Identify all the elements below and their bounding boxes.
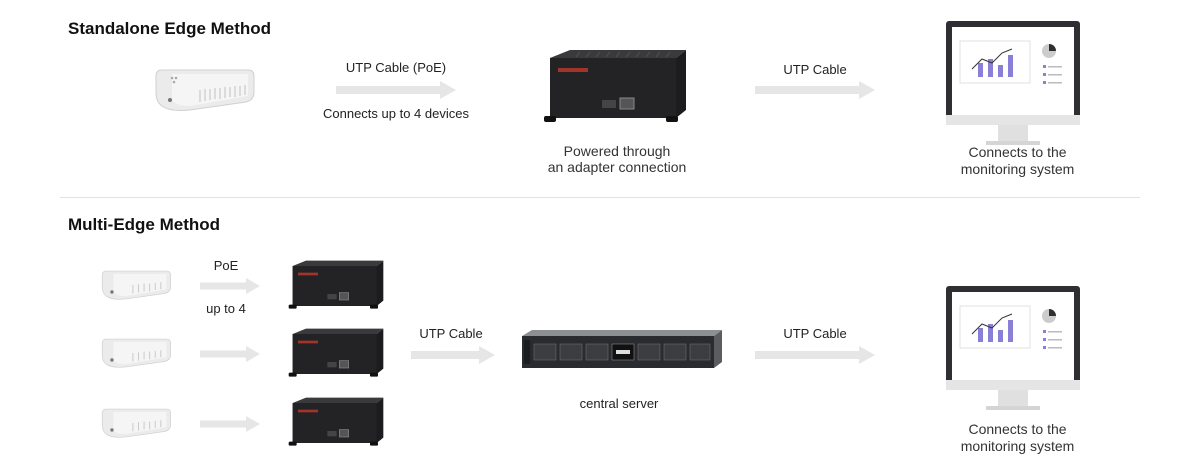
server-icon [518,330,724,370]
standalone-title: Standalone Edge Method [68,19,272,38]
multi-monitor-caption-line2: monitoring system [960,438,1075,454]
standalone-monitor-caption-line1: Connects to the [968,144,1067,160]
arrow-icon [200,346,260,362]
sensor-device-icon [150,66,256,114]
standalone-cable2-label: UTP Cable [783,62,847,77]
arrow-icon [411,346,495,364]
arrow-icon [200,416,260,432]
sensor-device-icon [98,336,172,370]
poe-label: PoE [213,258,239,273]
monitor-icon [946,21,1080,145]
monitor-icon [946,286,1080,410]
edge-box-icon [286,326,386,382]
edge-box-icon [540,48,690,128]
edge-caption-line2: an adapter connection [547,159,687,175]
standalone-cable1-label: UTP Cable (PoE) [345,60,447,75]
multi-monitor-caption-line1: Connects to the [968,421,1067,437]
standalone-cable1-sublabel: Connects up to 4 devices [323,106,469,121]
arrow-icon [755,81,875,99]
arrow-icon [200,278,260,294]
sensor-device-icon [98,268,172,302]
standalone-monitor-caption-line2: monitoring system [960,161,1075,177]
arrow-icon [336,81,456,99]
multi-cable2-label: UTP Cable [783,326,847,341]
edge-box-icon [286,258,386,314]
section-divider [60,197,1140,198]
multi-cable1-label: UTP Cable [419,326,483,341]
edge-caption-line1: Powered through [563,143,671,159]
multi-title: Multi-Edge Method [68,215,221,234]
server-caption: central server [579,396,659,411]
sensor-device-icon [98,406,172,440]
edge-box-icon [286,395,386,451]
arrow-icon [755,346,875,364]
poe-sublabel: up to 4 [206,301,246,316]
